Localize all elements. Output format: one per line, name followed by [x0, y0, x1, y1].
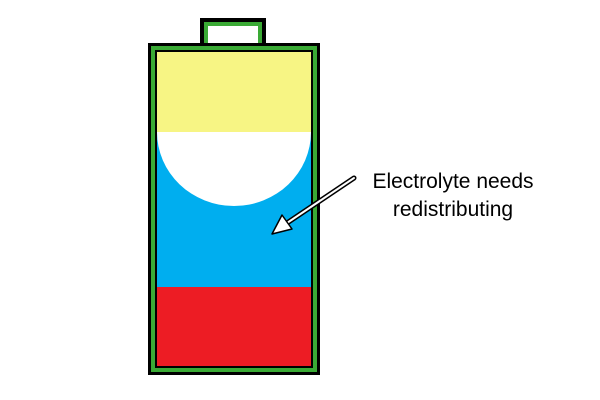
- pointer-arrow: [271, 175, 357, 235]
- battery-terminal: [200, 18, 266, 46]
- bottom-red-layer: [157, 287, 311, 366]
- annotation-line-1: Electrolyte needs: [372, 170, 533, 193]
- air-pocket: [157, 132, 311, 206]
- top-yellow-layer: [157, 52, 311, 132]
- annotation-line-2: redistributing: [393, 198, 513, 221]
